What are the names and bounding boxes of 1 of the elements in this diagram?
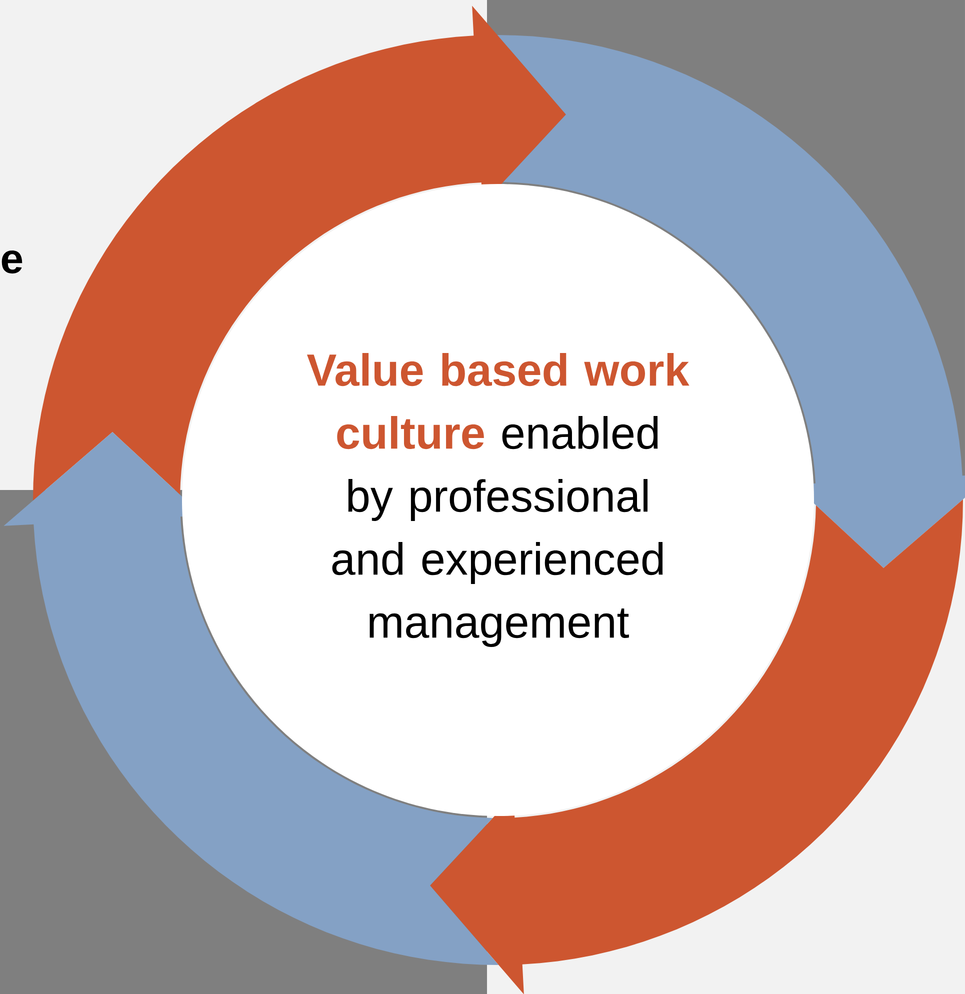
label-text: e bbox=[2, 250, 22, 274]
